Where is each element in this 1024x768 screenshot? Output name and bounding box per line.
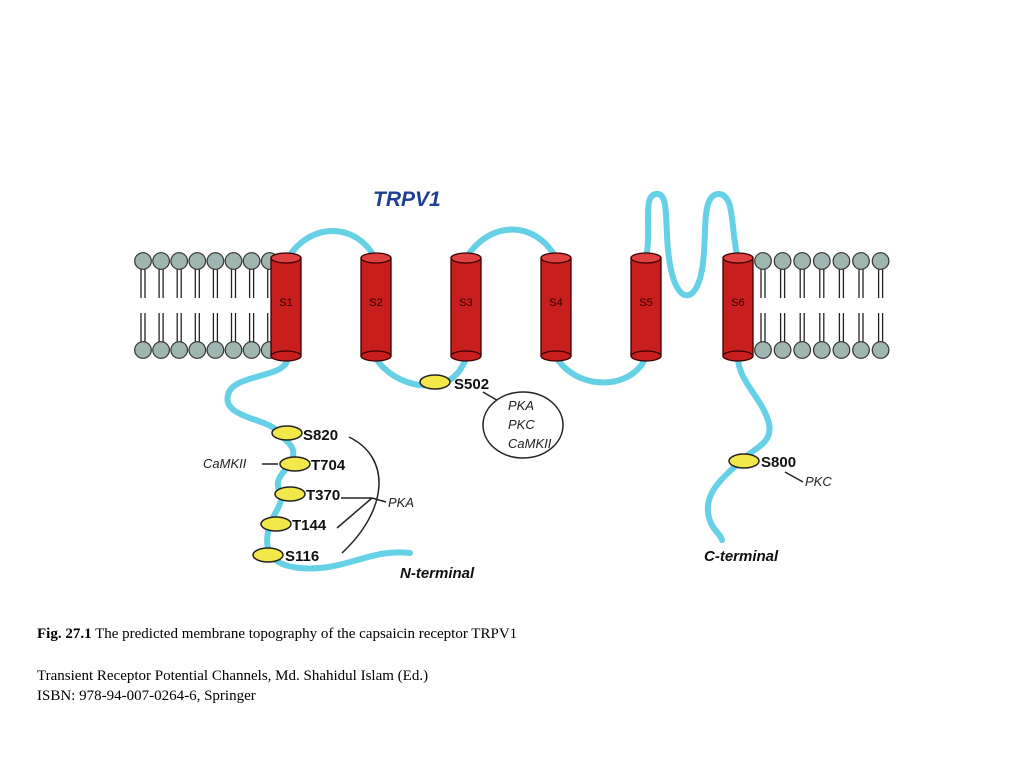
kinase-s502-camkii: CaMKII bbox=[508, 436, 552, 451]
lipid-molecule bbox=[793, 252, 812, 359]
membrane-lipids-right bbox=[754, 252, 890, 359]
lipid-molecule bbox=[812, 252, 831, 359]
source-citation: Transient Receptor Potential Channels, M… bbox=[37, 666, 428, 706]
source-line-2: ISBN: 978-94-007-0264-6, Springer bbox=[37, 688, 256, 704]
kinase-s800-pkc: PKC bbox=[805, 474, 832, 489]
loop-s1-s2 bbox=[285, 228, 378, 261]
n-terminal-tail bbox=[224, 352, 413, 572]
site-label-s502: S502 bbox=[454, 376, 489, 393]
loop-s3-s4 bbox=[463, 226, 559, 261]
lipid-molecule bbox=[871, 252, 890, 359]
lipid-molecule bbox=[832, 252, 851, 359]
helix-label: S5 bbox=[639, 297, 652, 309]
figure-label: Fig. 27.1 bbox=[37, 626, 92, 642]
lipid-molecule bbox=[170, 252, 189, 359]
lipid-molecule bbox=[152, 252, 171, 359]
site-marker-t370 bbox=[274, 486, 306, 502]
helix-s2: S2 bbox=[360, 252, 392, 362]
helix-s1: S1 bbox=[270, 252, 302, 362]
lipid-molecule bbox=[754, 252, 772, 359]
lipid-molecule bbox=[852, 252, 870, 359]
helix-label: S4 bbox=[549, 297, 562, 309]
c-terminal-label: C-terminal bbox=[704, 548, 779, 565]
site-label-t704: T704 bbox=[311, 457, 346, 474]
helix-s6: S6 bbox=[722, 252, 754, 362]
lipid-molecule bbox=[773, 252, 792, 359]
transmembrane-helices: S1 S2 S3 S4 S5 S6 bbox=[270, 252, 754, 362]
pka-label: PKA bbox=[388, 495, 414, 510]
lipid-molecule bbox=[242, 252, 261, 359]
site-label-t370: T370 bbox=[306, 487, 340, 504]
source-line-1: Transient Receptor Potential Channels, M… bbox=[37, 668, 429, 684]
kinase-bubble-s502 bbox=[482, 391, 564, 459]
helix-label: S6 bbox=[731, 297, 744, 309]
helix-s3: S3 bbox=[450, 252, 482, 362]
helix-label: S2 bbox=[369, 297, 382, 309]
n-terminal-label: N-terminal bbox=[400, 565, 475, 582]
kinase-t704-camkii: CaMKII bbox=[203, 456, 247, 471]
site-marker-s820 bbox=[271, 425, 303, 441]
helix-s4: S4 bbox=[540, 252, 572, 362]
pore-loop bbox=[643, 191, 741, 299]
helix-label: S1 bbox=[279, 297, 292, 309]
helix-s5: S5 bbox=[630, 252, 662, 362]
site-marker-t704 bbox=[279, 456, 311, 472]
site-label-s820: S820 bbox=[303, 427, 338, 444]
lipid-molecule bbox=[188, 252, 207, 359]
site-label-s800: S800 bbox=[761, 454, 796, 471]
site-marker-s116 bbox=[252, 547, 284, 563]
trpv1-topology-diagram: S1 S2 S3 S4 S5 S6 TRPV1 S502 PKA PKC CaMKII S… bbox=[134, 188, 890, 582]
site-marker-s800 bbox=[728, 453, 760, 469]
lipid-molecule bbox=[134, 252, 152, 359]
kinase-s502-pkc: PKC bbox=[508, 417, 535, 432]
site-marker-s502 bbox=[419, 374, 451, 390]
figure-caption: Fig. 27.1 The predicted membrane topogra… bbox=[37, 624, 517, 645]
site-label-s116: S116 bbox=[285, 548, 319, 565]
loop-s4-s5 bbox=[553, 354, 649, 386]
kinase-s502-pka: PKA bbox=[508, 398, 534, 413]
figure-caption-text: The predicted membrane topography of the… bbox=[91, 626, 518, 642]
lipid-molecule bbox=[206, 252, 225, 359]
polypeptide-chain bbox=[224, 191, 773, 572]
helix-label: S3 bbox=[459, 297, 472, 309]
diagram-title: TRPV1 bbox=[373, 188, 441, 211]
lipid-molecule bbox=[224, 252, 243, 359]
phosphorylation-sites bbox=[252, 374, 760, 563]
c-terminal-tail bbox=[704, 354, 773, 543]
kinase-connectors bbox=[262, 391, 804, 554]
membrane-lipids-left bbox=[134, 252, 279, 359]
site-marker-t144 bbox=[260, 516, 292, 532]
site-label-t144: T144 bbox=[292, 517, 327, 534]
